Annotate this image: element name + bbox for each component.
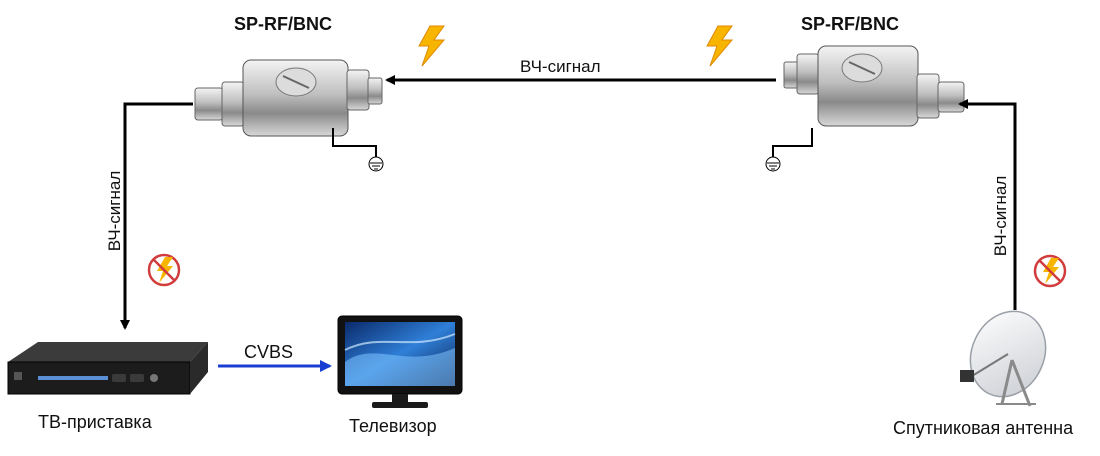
antenna-caption: Спутниковая антенна (893, 418, 1074, 438)
lightning-icon (418, 25, 446, 67)
satellite-dish (960, 310, 1047, 407)
stb-device (7, 342, 208, 395)
signal-cvbs-label: CVBS (244, 342, 294, 362)
no-lightning-icon (147, 253, 181, 287)
lightning-icon (706, 25, 734, 67)
protector-right-title: SP-RF/BNC (801, 14, 899, 34)
tv-device (337, 315, 463, 408)
protector-left-title: SP-RF/BNC (234, 14, 332, 34)
arrow-rf-left (120, 102, 193, 330)
stb-caption: ТВ-приставка (38, 412, 152, 432)
signal-rf-top-label: ВЧ-сигнал (520, 57, 601, 76)
signal-rf-left-label: ВЧ-сигнал (105, 170, 124, 252)
no-lightning-icon (1033, 254, 1067, 288)
protector-left (194, 59, 383, 137)
signal-rf-right-label: ВЧ-сигнал (991, 175, 1010, 257)
protector-right (783, 45, 965, 127)
ground-icon (332, 128, 384, 172)
arrow-rf-right (958, 99, 1017, 310)
tv-caption: Телевизор (349, 416, 437, 436)
ground-icon (765, 128, 813, 172)
